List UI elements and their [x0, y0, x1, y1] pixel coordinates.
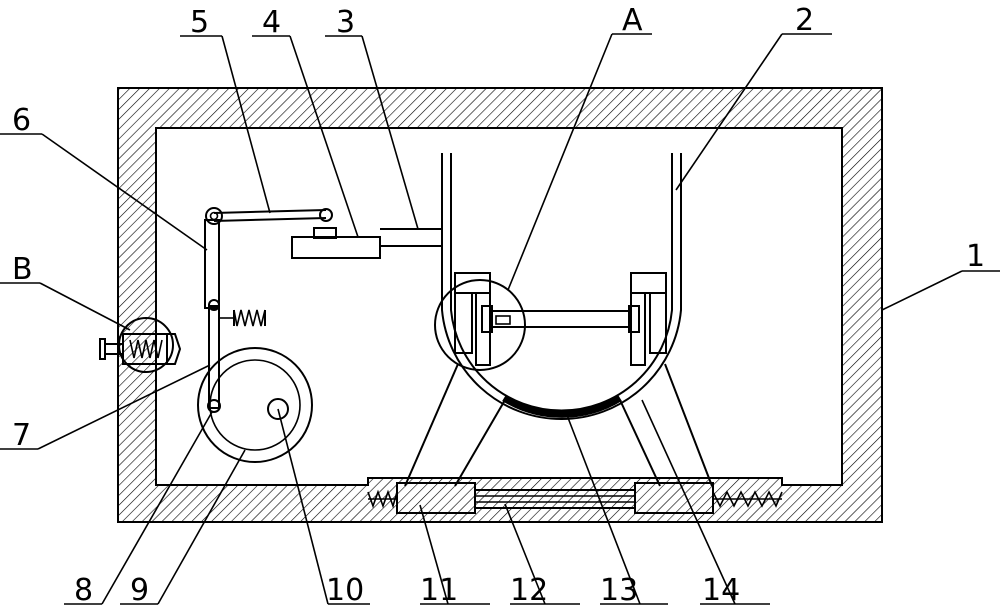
label-7: 7: [12, 418, 31, 453]
label-10: 10: [326, 573, 364, 606]
label-a: A: [622, 3, 643, 38]
label-1: 1: [966, 239, 985, 274]
label-12: 12: [510, 573, 548, 606]
support-legs: [405, 364, 712, 486]
label-3: 3: [336, 5, 355, 40]
label-5: 5: [190, 5, 209, 40]
label-14: 14: [702, 573, 740, 606]
label-9: 9: [130, 573, 149, 606]
label-11: 11: [420, 573, 458, 606]
drive-wheel: [198, 348, 312, 462]
label-13: 13: [600, 573, 638, 606]
label-4: 4: [262, 5, 281, 40]
container: [442, 153, 681, 419]
label-8: 8: [74, 573, 93, 606]
pusher-plate: [292, 228, 442, 258]
label-6: 6: [12, 103, 31, 138]
label-2: 2: [795, 3, 814, 38]
linkage: [205, 208, 332, 412]
label-b: B: [12, 252, 33, 287]
